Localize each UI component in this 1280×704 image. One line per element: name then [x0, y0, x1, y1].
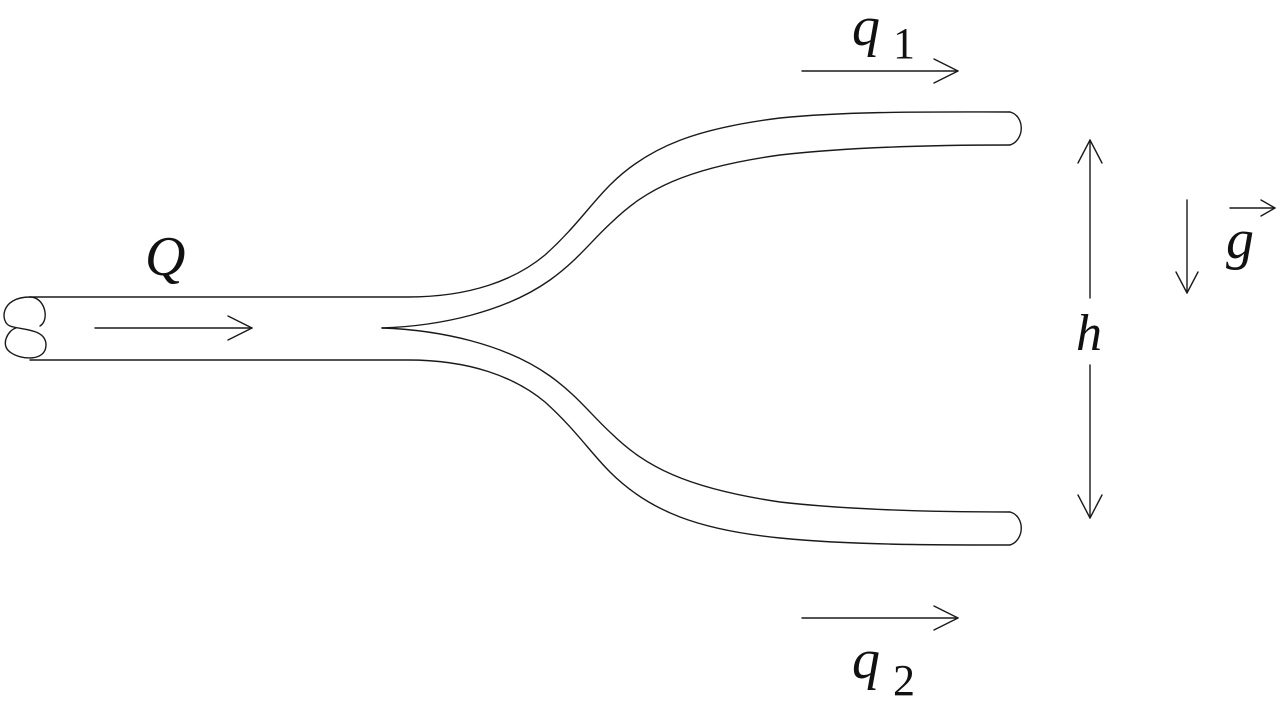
lower-branch-inner-wall: [381, 327, 1011, 513]
gravity-vector-accent: [1229, 199, 1276, 217]
outflow-top-label: q: [852, 0, 880, 58]
inlet-pipe: [3, 111, 1011, 546]
upper-branch-inner-wall: [381, 144, 1011, 329]
height-label: h: [1076, 305, 1102, 362]
outflow-bottom-arrow: [801, 605, 959, 631]
outflow-top-subscript: 1: [893, 19, 915, 68]
outflow-bottom-subscript: 2: [893, 656, 915, 704]
gravity-label: g: [1226, 209, 1254, 271]
inflow-arrow: [94, 315, 253, 341]
outflow-top-arrow: [801, 58, 959, 84]
inflow-label: Q: [145, 226, 185, 288]
outflow-bottom-label: q: [852, 629, 880, 691]
upper-outlet-cap: [1009, 111, 1022, 146]
height-dimension-arrow: [1077, 139, 1103, 519]
lower-outlet-cap: [1009, 511, 1022, 546]
gravity-arrow: [1175, 199, 1199, 294]
